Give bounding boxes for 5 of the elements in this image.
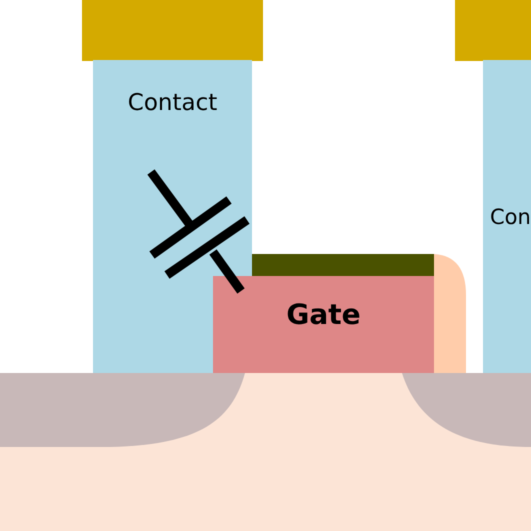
- contact-label: Con: [490, 205, 531, 229]
- contact-pillar: [483, 60, 531, 373]
- contact-label: Contact: [128, 90, 218, 116]
- gate-label: Gate: [286, 298, 361, 331]
- gate-block: [213, 276, 434, 373]
